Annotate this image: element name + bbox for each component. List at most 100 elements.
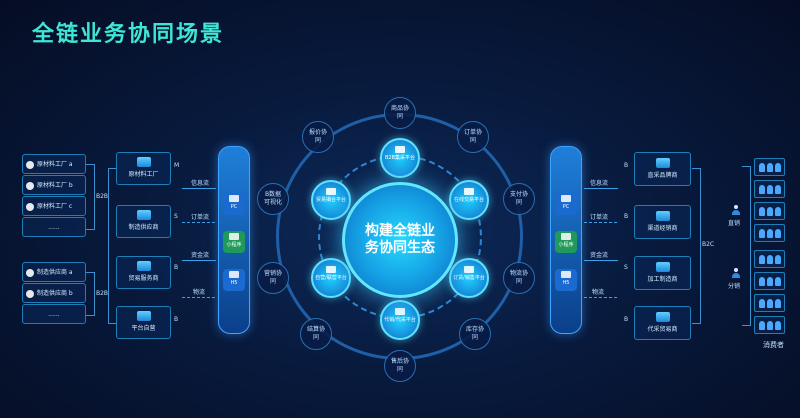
- trade-icon: [136, 261, 151, 271]
- right-entity-processor: 加工制造商: [634, 256, 691, 290]
- dealer-icon: [655, 211, 670, 221]
- node-product: 商品协同: [384, 97, 416, 129]
- left-marker-b1: B: [174, 264, 179, 271]
- left-flow-info-label: 信息流: [191, 180, 210, 187]
- consumer-group-8: [754, 316, 785, 334]
- manu-supplier-a: 制造供应商 a: [22, 262, 86, 282]
- platform-ordering-sales: 订货/销售平台: [449, 258, 489, 298]
- raw-factory-a-label: 原材料工厂 a: [37, 161, 73, 168]
- left-entity-raw-factory-label: 原材料工厂: [128, 171, 159, 178]
- factory-icon: [26, 161, 34, 169]
- b2b-label-bottom: B2B: [96, 290, 109, 297]
- raw-factory-a: 原材料工厂 a: [22, 154, 86, 174]
- consumer-group-4: [754, 224, 785, 242]
- right-marker-s: S: [624, 264, 628, 271]
- node-inventory: 库存协同: [459, 318, 491, 350]
- factory-icon: [26, 182, 34, 190]
- right-h5-label: H5: [562, 280, 570, 286]
- raw-factory-more: ......: [22, 217, 86, 237]
- left-flow-fund-arrow: [182, 260, 216, 261]
- left-pc-channel: PC: [223, 193, 245, 215]
- monitor-icon: [561, 195, 571, 202]
- platform-icon: [395, 308, 405, 315]
- right-flow-logistics-arrow: [584, 297, 618, 298]
- platform-consign-purchase: 代销/代采平台: [380, 300, 420, 340]
- raw-factory-c-label: 原材料工厂 c: [37, 203, 73, 210]
- left-flow-order-label: 订单流: [191, 214, 210, 221]
- b2b-bracket-bottom: [86, 272, 95, 316]
- platform-icon: [395, 146, 405, 153]
- right-marker-b2: B: [624, 213, 629, 220]
- right-flow-fund-label: 资金流: [590, 252, 609, 259]
- mini-program-icon: [561, 233, 571, 240]
- core-label: 构建全链业务协同生态: [365, 223, 435, 256]
- left-flow-logistics-arrow: [182, 297, 216, 298]
- right-entity-dealer-label: 渠道经销商: [647, 225, 678, 232]
- consumer-group-2: [754, 180, 785, 198]
- platform-icon: [326, 188, 336, 195]
- platform-icon: [464, 266, 474, 273]
- right-flow-fund-arrow: [584, 260, 618, 261]
- manu-supplier-a-label: 制造供应商 a: [37, 269, 73, 276]
- right-entity-processor-label: 加工制造商: [647, 276, 678, 283]
- left-marker-b2: B: [174, 316, 179, 323]
- right-flow-order-label: 订单流: [590, 214, 609, 221]
- direct-sales-label: 直销: [728, 220, 741, 227]
- brand-icon: [655, 158, 670, 168]
- platform-trade-matching: 贸易撮合平台: [311, 180, 351, 220]
- right-flow-logistics-label: 物流: [592, 289, 605, 296]
- distribution-icon: [731, 268, 741, 278]
- left-flow-logistics-label: 物流: [193, 289, 206, 296]
- supplier-icon: [26, 269, 34, 277]
- left-flow-order-arrow: [182, 222, 216, 223]
- factory-icon: [26, 203, 34, 211]
- raw-factory-more-label: ......: [48, 224, 60, 231]
- manu-supplier-more-label: ......: [48, 311, 60, 318]
- platform-self-joint: 自营/联营平台: [311, 258, 351, 298]
- left-entity-bracket: [108, 168, 116, 324]
- b2b-bracket-top: [86, 164, 95, 230]
- right-marker-b3: B: [624, 316, 629, 323]
- right-pc-label: PC: [562, 204, 570, 210]
- right-marker-b1: B: [624, 162, 629, 169]
- right-mini-label: 小程序: [558, 242, 574, 248]
- page-title: 全链业务协同场景: [32, 22, 225, 47]
- consumer-group-7: [754, 294, 785, 312]
- consumer-group-6: [754, 272, 785, 290]
- right-flow-info-arrow: [584, 188, 618, 189]
- right-flow-info-label: 信息流: [590, 180, 609, 187]
- left-channel-pill: PC 小程序 H5: [218, 146, 250, 334]
- node-payment: 支付协同: [503, 183, 535, 215]
- right-h5-channel: H5: [555, 269, 577, 291]
- platform-icon: [326, 266, 336, 273]
- manu-supplier-b-label: 制造供应商 b: [37, 290, 73, 297]
- raw-factory-b-label: 原材料工厂 b: [37, 182, 73, 189]
- right-entity-brand-label: 直采品牌商: [647, 172, 678, 179]
- monitor-icon: [229, 195, 239, 202]
- consumer-bracket: [742, 166, 751, 326]
- left-h5-channel: H5: [223, 269, 245, 291]
- mini-program-icon: [229, 233, 239, 240]
- left-entity-trade-service-label: 贸易服务商: [128, 275, 159, 282]
- supplier-icon: [26, 290, 34, 298]
- supplier-icon: [136, 210, 151, 220]
- left-mini-label: 小程序: [226, 242, 242, 248]
- left-flow-fund-label: 资金流: [191, 252, 210, 259]
- b2b-label-top: B2B: [96, 193, 109, 200]
- mobile-icon: [561, 271, 571, 278]
- right-entity-dealer: 渠道经销商: [634, 205, 691, 239]
- node-marketing: 营销协同: [257, 262, 289, 294]
- core-ecosystem: 构建全链业务协同生态: [342, 182, 458, 298]
- left-entity-trade-service: 贸易服务商: [116, 256, 171, 289]
- platform-icon: [136, 311, 151, 321]
- left-flow-info-arrow: [182, 188, 216, 189]
- right-channel-pill: PC 小程序 H5: [550, 146, 582, 334]
- raw-factory-b: 原材料工厂 b: [22, 175, 86, 195]
- platform-b2b-procurement: B2B集采平台: [380, 138, 420, 178]
- node-bi: B数据可视化: [257, 183, 289, 215]
- factory-icon: [655, 262, 670, 272]
- left-entity-manu-supplier: 制造供应商: [116, 205, 171, 238]
- b2c-bracket: [692, 168, 701, 324]
- right-mini-channel: 小程序: [555, 231, 577, 253]
